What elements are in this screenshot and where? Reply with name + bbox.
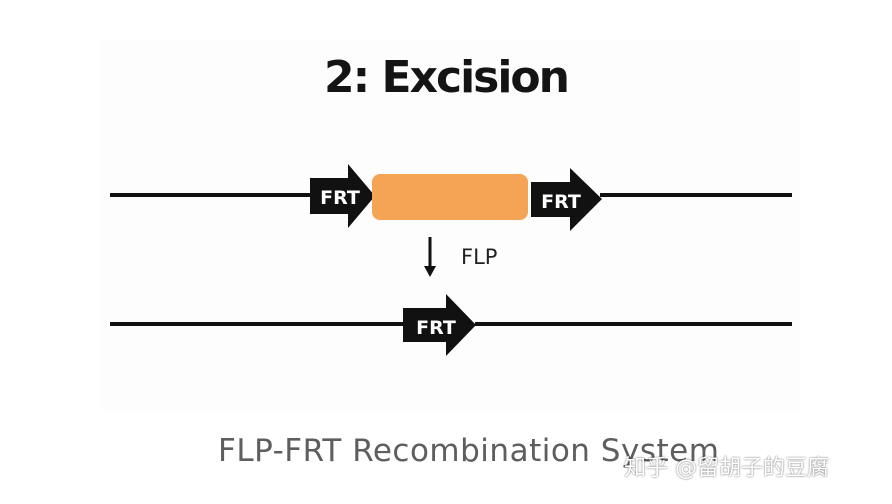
flp-enzyme-label: FLP [461,245,497,269]
down-arrow-head-icon [424,266,436,277]
diagram-title: 2: Excision [324,52,570,103]
frt-site-left-label: FRT [320,187,360,209]
top-construct: FRT FRT [110,164,792,231]
frt-site-right-arrow: FRT [531,168,602,231]
frt-site-bottom-label: FRT [416,317,456,339]
bottom-construct: FRT [110,294,792,356]
frt-site-right-label: FRT [541,191,581,213]
frt-site-left-arrow: FRT [310,164,375,228]
flp-reaction: FLP [424,237,497,277]
figure-caption: FLP-FRT Recombination System [218,433,720,469]
watermark: 知乎 @留胡子的豆腐 [624,456,829,481]
gene-segment [372,174,528,220]
frt-site-bottom-arrow: FRT [403,294,476,356]
